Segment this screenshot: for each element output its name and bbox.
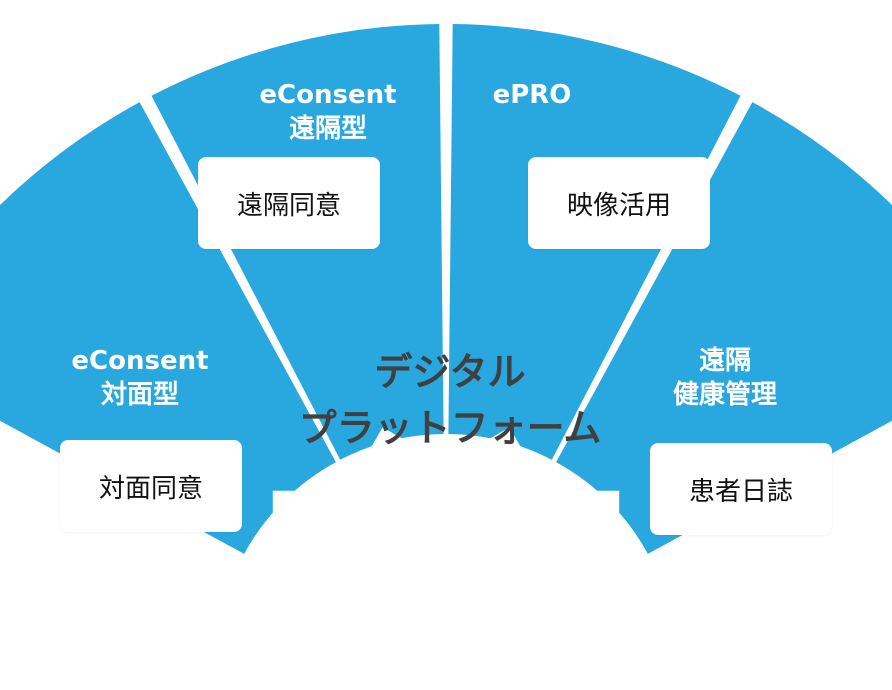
center-label-line1: デジタル [374, 350, 526, 394]
segment-title-epro: ePRO [482, 78, 582, 112]
card-video-use: 映像活用 [528, 157, 710, 249]
segment-remote-health [556, 102, 892, 554]
segment-title-line1: ePRO [492, 80, 572, 110]
card-face-consent: 対面同意 [60, 440, 242, 532]
segment-title-line2: 対面型 [100, 380, 179, 410]
card-patient-diary: 患者日誌 [650, 443, 832, 535]
segment-title-line1: eConsent [71, 346, 209, 376]
segment-title-line1: eConsent [259, 80, 397, 110]
center-label-line2: プラットフォーム [298, 406, 602, 450]
card-remote-consent: 遠隔同意 [198, 157, 380, 249]
segment-title-line1: 遠隔 [698, 346, 751, 376]
segment-title-econsent-remote: eConsent 遠隔型 [248, 78, 408, 146]
center-hub [209, 427, 683, 664]
segment-title-line2: 健康管理 [672, 380, 777, 410]
segment-title-remote-health: 遠隔 健康管理 [650, 344, 800, 412]
center-label: デジタル プラットフォーム [262, 344, 638, 456]
segment-title-econsent-face: eConsent 対面型 [60, 344, 220, 412]
segment-title-line2: 遠隔型 [288, 114, 367, 144]
